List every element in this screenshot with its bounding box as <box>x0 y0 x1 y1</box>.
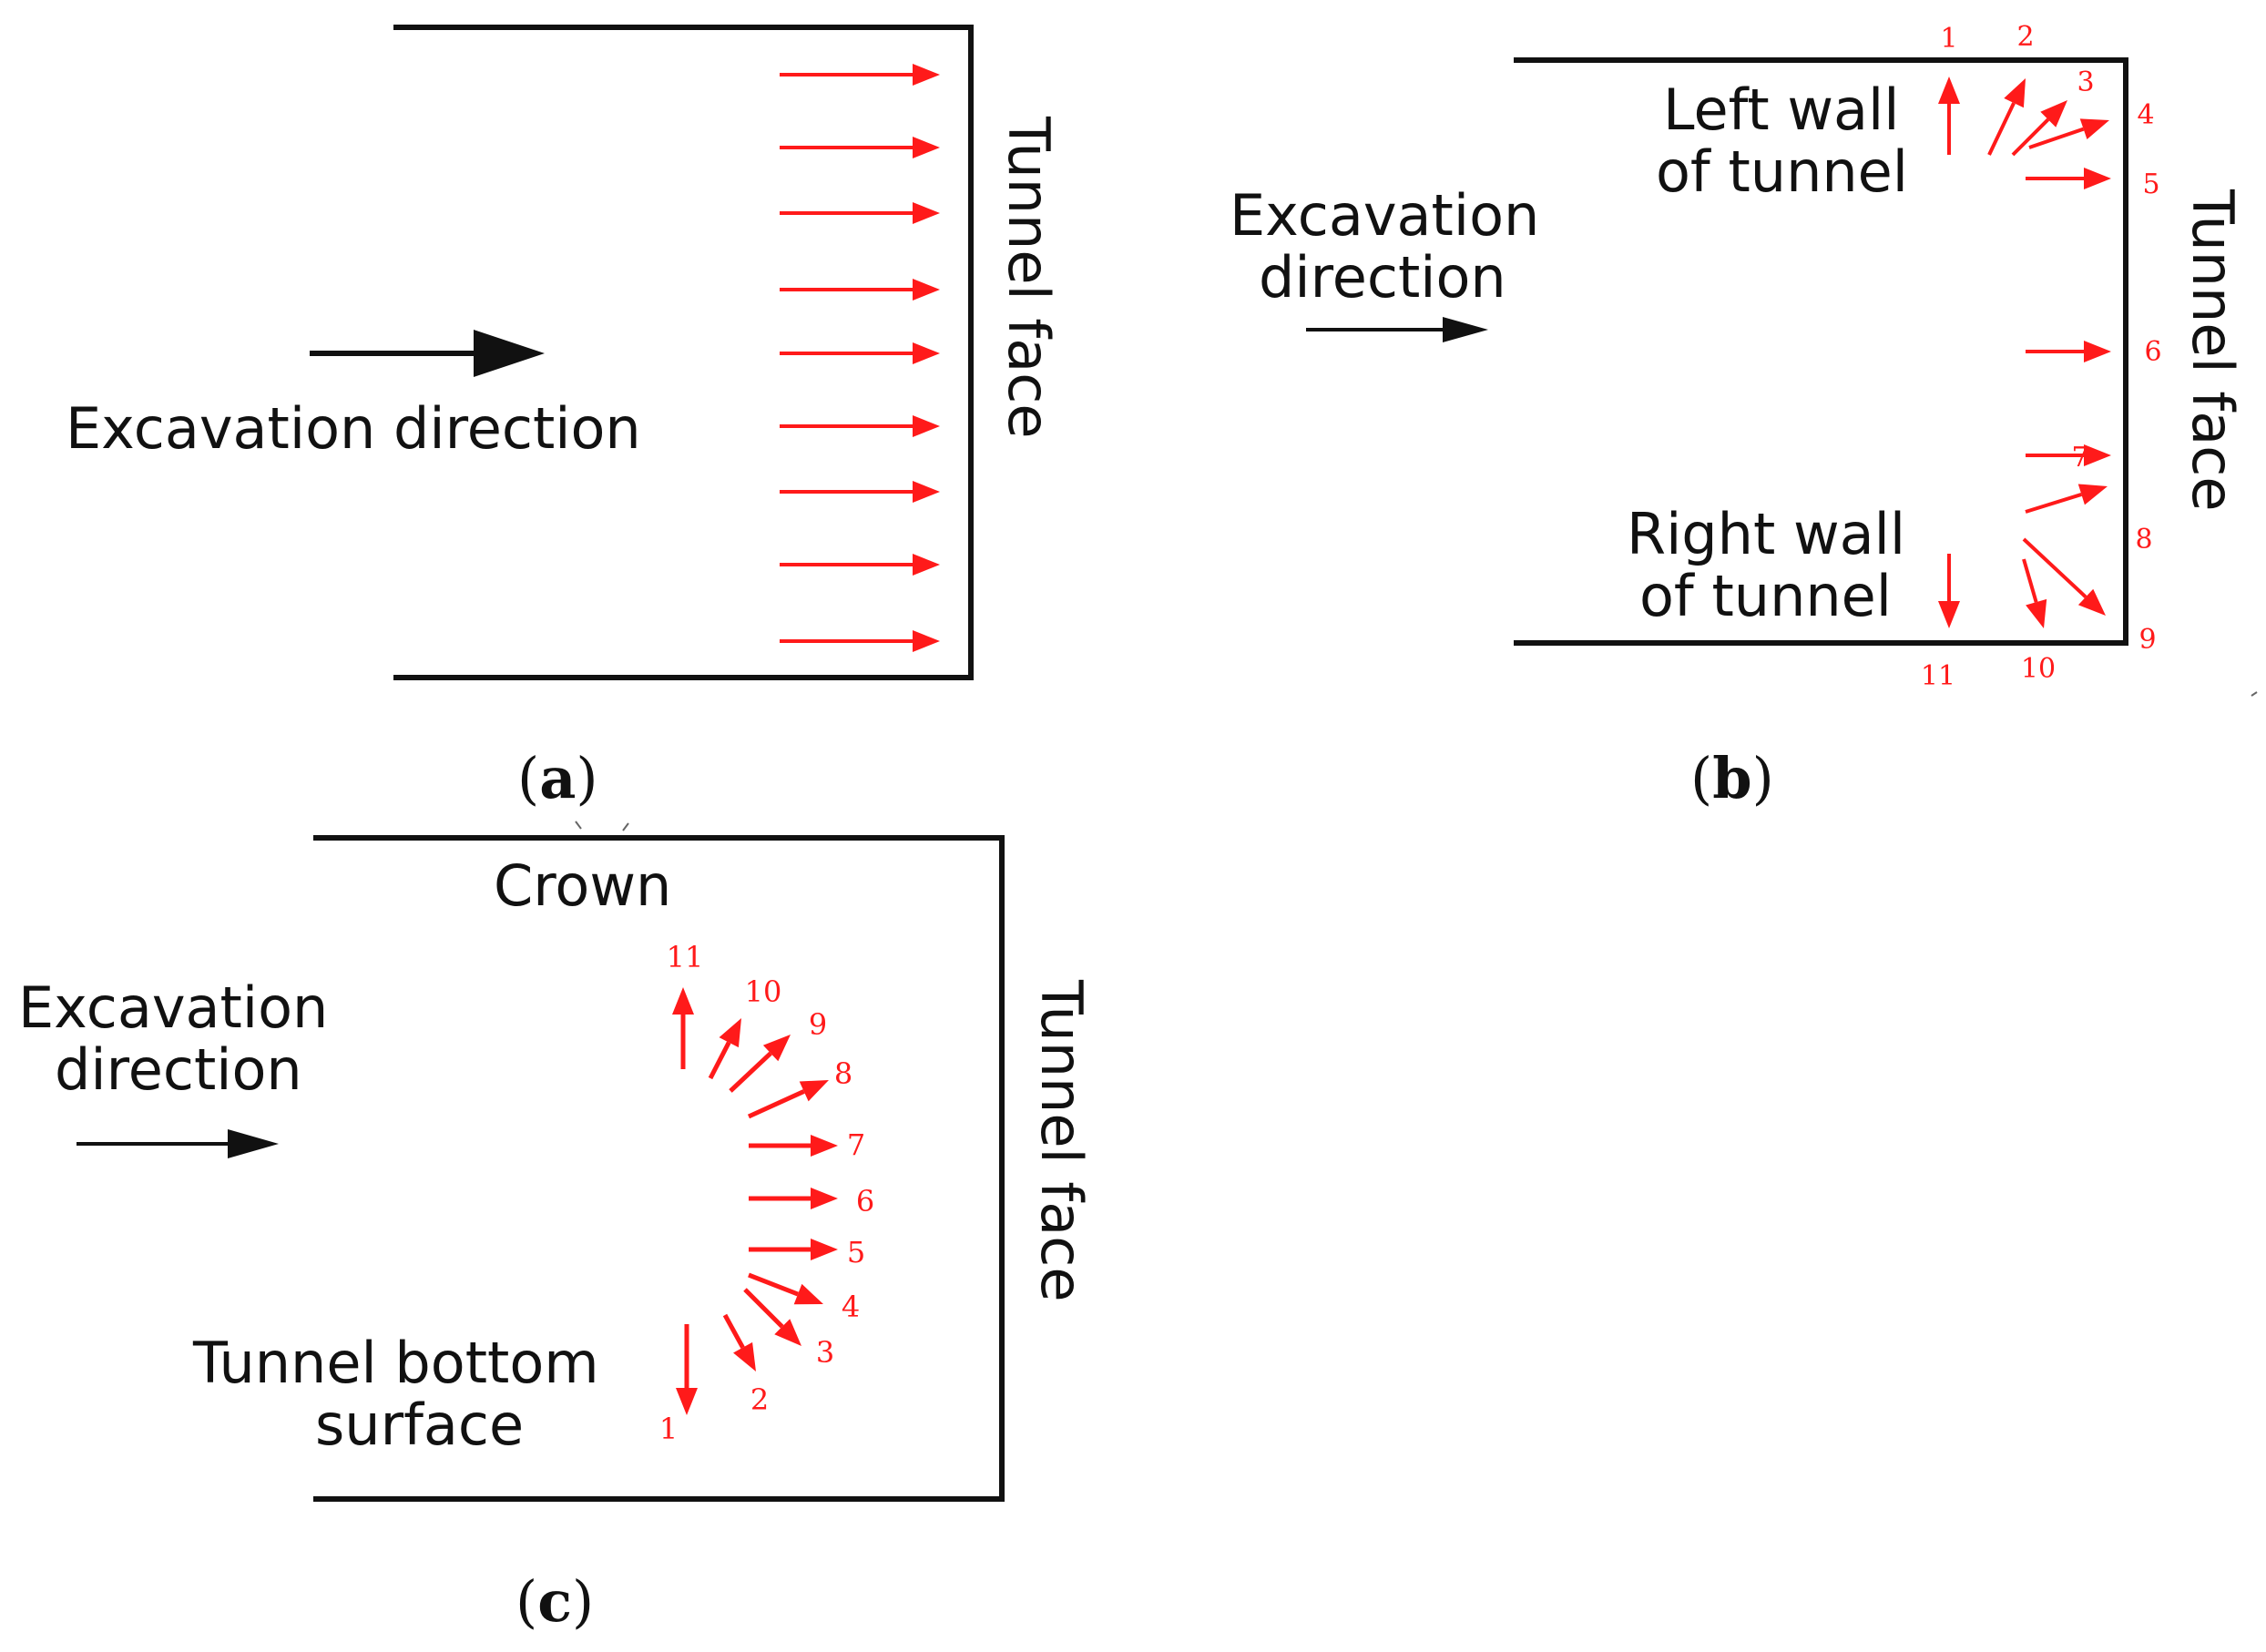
panel-b-tunnel-face-label: Tunnel face <box>2179 189 2246 511</box>
panel-c: 1 2 34 5 6 7 89 10 11 Crown Excavation direction… <box>18 835 1095 1635</box>
panel-c-crown-label: Crown <box>494 852 671 919</box>
panel-b-point-number: 9 <box>2138 624 2156 656</box>
panel-a-tunnel-outline <box>393 25 974 680</box>
panel-c-point-number: 3 <box>816 1335 834 1370</box>
panel-c-caption-letter: c <box>537 1568 572 1635</box>
panel-b-force-arrow-2 <box>1987 78 2026 156</box>
panel-b-left-wall-label-line1: Left wall <box>1663 76 1900 143</box>
panel-c-caption-open: ( <box>515 1568 537 1635</box>
panel-b-force-arrow-7 <box>2026 444 2111 466</box>
panel-b-force-arrow-6 <box>2026 341 2111 362</box>
panel-c-force-arrow-3 <box>743 1288 801 1346</box>
panel-a-force-arrow <box>780 279 940 301</box>
panel-c-caption: (c) <box>515 1568 594 1635</box>
panel-b-force-arrow-5 <box>2026 168 2111 189</box>
panel-b-caption: (b) <box>1690 745 1774 811</box>
panel-a-caption: (a) <box>517 745 598 811</box>
panel-a-force-arrow <box>780 202 940 224</box>
panel-c-point-number: 8 <box>834 1056 852 1091</box>
panel-a-force-arrow <box>780 630 940 652</box>
panel-a-force-arrow <box>780 554 940 576</box>
panel-c-tunnel-face-label: Tunnel face <box>1028 979 1095 1301</box>
panel-c-point-number: 10 <box>745 974 782 1009</box>
panel-a-excavation-label: Excavation direction <box>66 395 641 462</box>
panel-c-point-number: 4 <box>842 1290 860 1324</box>
panel-b-force-arrow-3 <box>2011 100 2067 157</box>
panel-b-point-numbers: 1 2 3 4 5 6 7 8 9 10 11 <box>1921 21 2162 692</box>
panel-b: 1 2 3 4 5 6 7 8 9 10 11 Excavation direction Left … <box>1230 21 2258 811</box>
panel-b-force-arrow-8 <box>2025 484 2108 514</box>
panel-a-tunnel-face-label: Tunnel face <box>995 116 1062 438</box>
panel-c-point-number: 7 <box>847 1127 865 1162</box>
panel-a: Excavation direction Tunnel face (a) <box>66 25 1062 831</box>
panel-b-point-number: 8 <box>2135 524 2152 556</box>
panel-c-caption-close: ) <box>572 1568 594 1635</box>
panel-b-point-number: 4 <box>2137 99 2154 131</box>
panel-a-caption-letter: a <box>539 745 576 811</box>
panel-b-force-arrow-4 <box>2028 118 2109 149</box>
panel-c-force-arrow-7 <box>749 1135 838 1157</box>
panel-b-right-wall-label-line2: of tunnel <box>1639 563 1892 629</box>
stray-edge-mark <box>2251 691 2258 697</box>
panel-c-point-number: 6 <box>856 1184 874 1219</box>
panel-c-tunnel-outline <box>313 835 1005 1502</box>
panel-c-excavation-arrow <box>77 1129 279 1158</box>
panel-c-point-number: 2 <box>750 1382 769 1417</box>
panel-c-point-number: 5 <box>847 1235 865 1270</box>
panel-c-point-number: 9 <box>809 1007 827 1042</box>
panel-c-excavation-label-line1: Excavation <box>18 974 328 1041</box>
panel-a-caption-close: ) <box>576 745 597 811</box>
panel-a-force-arrow <box>780 137 940 158</box>
panel-b-excavation-label-line1: Excavation <box>1230 182 1539 249</box>
panel-b-caption-open: ( <box>1690 745 1712 811</box>
panel-b-right-wall-label-line1: Right wall <box>1627 501 1905 567</box>
panel-a-force-arrow <box>780 342 940 364</box>
panel-b-point-number: 3 <box>2077 66 2094 98</box>
panel-b-point-number: 7 <box>2071 442 2088 474</box>
panel-a-caption-open: ( <box>517 745 539 811</box>
panel-c-force-arrow-10 <box>708 1018 741 1080</box>
panel-c-point-number: 11 <box>667 940 704 974</box>
panel-b-force-arrow-10 <box>2022 558 2047 628</box>
panel-c-force-arrow-9 <box>729 1035 791 1093</box>
panel-b-point-number: 11 <box>1921 660 1955 692</box>
panel-c-force-arrow-8 <box>747 1080 829 1119</box>
panel-c-excavation-label-line2: direction <box>55 1036 302 1103</box>
panel-c-point-number: 1 <box>659 1412 678 1446</box>
panel-c-force-arrow-4 <box>748 1272 823 1305</box>
panel-c-bottom-label-line2: surface <box>315 1392 524 1458</box>
panel-c-force-arrow-2 <box>722 1313 756 1372</box>
panel-a-force-arrow <box>780 481 940 503</box>
panel-b-excavation-arrow <box>1306 317 1488 342</box>
panel-a-force-arrow <box>780 64 940 86</box>
panel-b-point-number: 6 <box>2144 336 2161 368</box>
panel-c-force-arrow-5 <box>749 1239 838 1260</box>
panel-b-caption-close: ) <box>1752 745 1774 811</box>
panel-a-excavation-arrow <box>310 330 545 377</box>
panel-c-point-numbers: 1 2 34 5 6 7 89 10 11 <box>659 940 874 1446</box>
panel-b-excavation-label-line2: direction <box>1259 244 1506 311</box>
panel-b-point-number: 2 <box>2016 21 2034 53</box>
panel-c-force-arrow-1 <box>676 1324 698 1415</box>
panel-b-caption-letter: b <box>1712 745 1751 811</box>
panel-b-force-arrow-1 <box>1938 76 1960 155</box>
panel-b-tunnel-outline <box>1514 57 2128 646</box>
panel-b-left-wall-label-line2: of tunnel <box>1656 138 1908 205</box>
panel-a-force-arrows <box>780 64 940 652</box>
panel-b-point-number: 1 <box>1940 23 1957 55</box>
panel-b-point-number: 10 <box>2021 653 2056 685</box>
panel-c-force-arrows <box>672 987 838 1415</box>
panel-b-point-number: 5 <box>2142 168 2159 200</box>
stray-tick-mark <box>575 821 629 831</box>
panel-b-force-arrow-11 <box>1938 554 1960 628</box>
panel-c-force-arrow-11 <box>672 987 694 1069</box>
panel-c-bottom-label-line1: Tunnel bottom <box>192 1330 599 1396</box>
panel-b-force-arrow-9 <box>2022 537 2106 616</box>
panel-b-force-arrows <box>1938 76 2111 628</box>
panel-c-force-arrow-6 <box>749 1188 838 1209</box>
panel-a-force-arrow <box>780 415 940 437</box>
